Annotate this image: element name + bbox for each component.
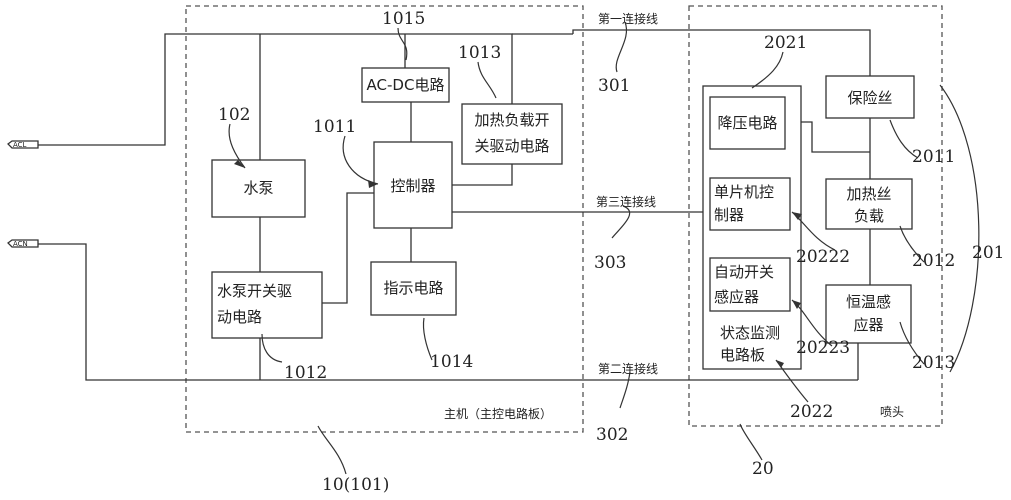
second-wire-label: 第二连接线 bbox=[598, 361, 658, 376]
ref-1013: 1013 bbox=[458, 43, 501, 63]
heating-load-switch-driver-box bbox=[461, 103, 563, 165]
acdc-circuit-label: AC-DC电路 bbox=[367, 76, 445, 94]
controller-label: 控制器 bbox=[390, 177, 435, 195]
ref-20223: 20223 bbox=[796, 338, 850, 358]
ref-1014: 1014 bbox=[430, 352, 473, 372]
heating-wire-load-label-2: 负载 bbox=[854, 207, 884, 225]
acl-terminal-label: ACL bbox=[13, 141, 27, 149]
fuse-label: 保险丝 bbox=[847, 89, 892, 107]
ref-2011: 2011 bbox=[912, 147, 955, 167]
ref-20222: 20222 bbox=[796, 247, 850, 267]
group-201-bracket bbox=[939, 84, 980, 373]
acn-terminal: ACN bbox=[7, 239, 39, 248]
ref-1011: 1011 bbox=[313, 117, 356, 137]
ref-303: 303 bbox=[594, 253, 626, 273]
host-caption: 主机（主控电路板） bbox=[444, 406, 552, 421]
ref-201: 201 bbox=[972, 243, 1004, 263]
host-boundary bbox=[185, 5, 584, 433]
ref-1015: 1015 bbox=[382, 9, 425, 29]
heating-load-switch-driver-label-2: 关驱动电路 bbox=[474, 137, 549, 155]
ref-302: 302 bbox=[596, 425, 628, 445]
mcu-controller-label-1: 单片机控 bbox=[714, 183, 774, 201]
ref-301: 301 bbox=[598, 76, 630, 96]
thermostat-sensor-label-1: 恒温感 bbox=[846, 293, 891, 311]
first-wire-label: 第一连接线 bbox=[598, 11, 658, 26]
ref-2022: 2022 bbox=[790, 402, 833, 422]
mcu-controller-box bbox=[709, 177, 791, 231]
indicator-circuit-box bbox=[370, 261, 457, 316]
third-wire-label: 第三连接线 bbox=[596, 194, 656, 209]
indicator-circuit-label: 指示电路 bbox=[383, 279, 443, 297]
auto-switch-sensor-box bbox=[709, 257, 791, 312]
mcu-controller-label-2: 制器 bbox=[714, 206, 744, 224]
nozzle-caption: 喷头 bbox=[880, 405, 904, 419]
step-down-circuit-box bbox=[709, 96, 786, 150]
ref-20: 20 bbox=[752, 459, 774, 479]
status-monitor-board-label-2: 电路板 bbox=[720, 346, 765, 364]
heating-wire-load-box bbox=[825, 178, 913, 230]
acdc-circuit-box bbox=[361, 67, 450, 103]
status-monitor-board-label-1: 状态监测 bbox=[720, 324, 780, 342]
wiring bbox=[38, 29, 871, 381]
ref-10-101: 10(101) bbox=[322, 475, 389, 495]
ref-2021: 2021 bbox=[764, 33, 807, 53]
ref-1012: 1012 bbox=[284, 363, 327, 383]
pump-switch-driver-label-2: 动电路 bbox=[217, 308, 262, 326]
ref-102: 102 bbox=[218, 105, 250, 125]
thermostat-sensor-label-2: 应器 bbox=[853, 316, 883, 334]
thermostat-sensor-box bbox=[825, 284, 912, 344]
ref-2013: 2013 bbox=[912, 353, 955, 373]
water-pump-label: 水泵 bbox=[243, 179, 273, 197]
auto-switch-sensor-label-2: 感应器 bbox=[714, 288, 759, 306]
fuse-box bbox=[825, 75, 915, 119]
leader-lines bbox=[228, 21, 925, 475]
acn-terminal-label: ACN bbox=[13, 240, 28, 248]
step-down-circuit-label: 降压电路 bbox=[717, 114, 777, 132]
heating-load-switch-driver-label-1: 加热负载开 bbox=[474, 111, 549, 129]
pump-switch-driver-label-1: 水泵开关驱 bbox=[217, 282, 292, 300]
nozzle-boundary bbox=[688, 5, 943, 427]
ref-2012: 2012 bbox=[912, 251, 955, 271]
water-pump-box bbox=[211, 159, 306, 218]
heating-wire-load-label-1: 加热丝 bbox=[846, 185, 891, 203]
controller-box bbox=[373, 141, 453, 229]
auto-switch-sensor-label-1: 自动开关 bbox=[714, 263, 774, 281]
acl-terminal: ACL bbox=[7, 140, 39, 149]
pump-switch-driver-box bbox=[211, 271, 323, 339]
